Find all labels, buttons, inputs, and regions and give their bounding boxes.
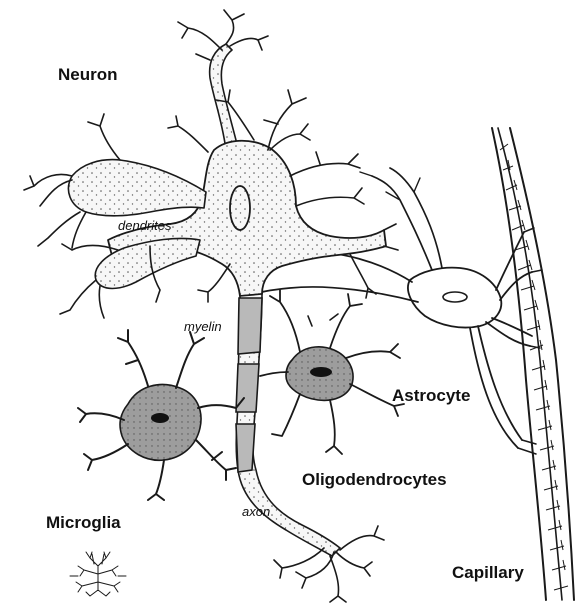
label-neuron: Neuron bbox=[58, 65, 118, 84]
label-oligodendrocytes: Oligodendrocytes bbox=[302, 470, 447, 489]
astrocyte-nucleus bbox=[443, 292, 467, 302]
label-capillary: Capillary bbox=[452, 563, 524, 582]
label-astrocyte: Astrocyte bbox=[392, 386, 470, 405]
label-microglia: Microglia bbox=[46, 513, 121, 532]
axon bbox=[236, 294, 384, 602]
neuron-cell bbox=[24, 10, 398, 318]
capillary-vessel bbox=[492, 128, 574, 600]
myelin-sheath bbox=[238, 298, 262, 354]
oligodendrocyte-nucleus bbox=[310, 367, 332, 377]
label-myelin: myelin bbox=[184, 319, 222, 334]
oligodendrocyte-cell bbox=[260, 290, 404, 454]
microglia-small-icon bbox=[70, 552, 126, 596]
microglia-cell bbox=[78, 330, 244, 500]
microglia-nucleus bbox=[151, 413, 169, 423]
label-dendrites: dendrites bbox=[118, 218, 172, 233]
label-axon: axon bbox=[242, 504, 270, 519]
